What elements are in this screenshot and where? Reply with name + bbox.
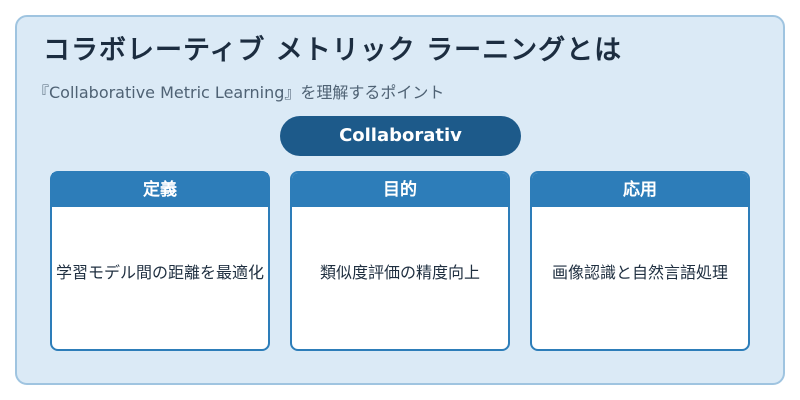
page-subtitle: 『Collaborative Metric Learning』を理解するポイント bbox=[33, 83, 445, 102]
card-header-purpose: 目的 bbox=[292, 173, 508, 207]
page-title: コラボレーティブ メトリック ラーニングとは bbox=[43, 35, 623, 66]
card-purpose: 目的 類似度評価の精度向上 bbox=[290, 171, 510, 351]
card-body-application: 画像認識と自然言語処理 bbox=[551, 263, 728, 282]
card-header-definition: 定義 bbox=[52, 173, 268, 207]
center-pill: Collaborativ bbox=[280, 116, 521, 156]
card-body-purpose: 類似度評価の精度向上 bbox=[319, 263, 480, 282]
card-definition: 定義 学習モデル間の距離を最適化 bbox=[50, 171, 270, 351]
card-body-definition: 学習モデル間の距離を最適化 bbox=[55, 263, 264, 282]
card-header-application: 応用 bbox=[532, 173, 748, 207]
card-application: 応用 画像認識と自然言語処理 bbox=[530, 171, 750, 351]
